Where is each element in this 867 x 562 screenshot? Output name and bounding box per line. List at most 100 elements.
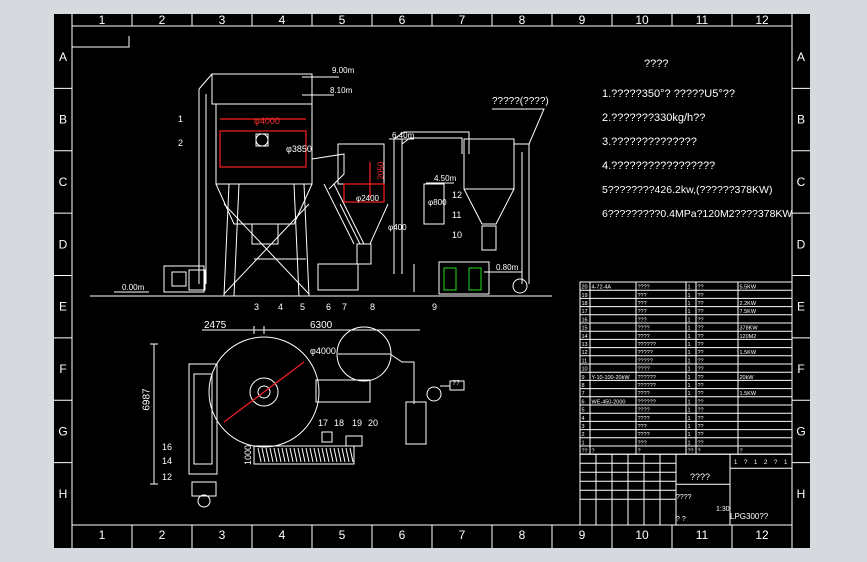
conveyor-hatch-line bbox=[313, 447, 318, 463]
parts-table-cell-qty: 1 bbox=[688, 424, 691, 430]
col-label-top: 3 bbox=[219, 14, 226, 27]
parts-table-cell-mat: ?? bbox=[698, 383, 704, 389]
parts-table-cell-note: 1.5KW bbox=[740, 350, 757, 356]
elev-top: 9.00m bbox=[332, 66, 355, 75]
parts-table-cell-no: 10 bbox=[582, 367, 588, 373]
title-block-small: 2 bbox=[764, 460, 768, 466]
part-1: 1 bbox=[178, 114, 184, 124]
conveyor-hatch-line bbox=[269, 447, 274, 463]
parts-table-cell-qty: 1 bbox=[688, 416, 691, 422]
plan-part-16: 16 bbox=[162, 442, 173, 452]
col-label-top: 9 bbox=[579, 14, 586, 27]
parts-table-cell-mat: ?? bbox=[698, 350, 704, 356]
tb-name: ???? bbox=[690, 472, 711, 482]
parts-table-cell-qty: 1 bbox=[688, 293, 691, 299]
elev-mid: 6.40m bbox=[392, 131, 415, 140]
parts-table-cell-mat: ?? bbox=[698, 334, 704, 340]
row-label-right: E bbox=[797, 300, 805, 314]
col-label-top: 12 bbox=[755, 14, 769, 27]
heater-unit bbox=[163, 265, 205, 293]
parts-table-cell-no: 4 bbox=[582, 416, 585, 422]
note-line-6: 6?????????0.4MPa?120M2????378KW bbox=[602, 208, 793, 220]
parts-table-cell-code: WE-450-2000 bbox=[592, 399, 626, 405]
conveyor-hatch-line bbox=[261, 447, 266, 463]
note-line-5: 5????????426.2kw,(??????378KW) bbox=[602, 184, 773, 196]
parts-table-cell-mat: ?? bbox=[698, 375, 704, 381]
parts-table-cell-qty: 1 bbox=[688, 326, 691, 332]
parts-table-cell-name: ???? bbox=[638, 432, 650, 438]
parts-table-cell-qty: 1 bbox=[688, 383, 691, 389]
parts-table-cell-code: Y-10-100-20kW bbox=[592, 375, 631, 381]
part-9: 9 bbox=[432, 302, 438, 312]
col-label-bottom: 1 bbox=[99, 528, 106, 542]
parts-table-header-name: ? bbox=[638, 449, 641, 455]
parts-table-cell-mat: ?? bbox=[698, 367, 704, 373]
plan-part-14: 14 bbox=[162, 456, 173, 466]
bag-filter bbox=[463, 138, 515, 190]
parts-table-cell-name: ???? bbox=[638, 408, 650, 414]
plan-fan bbox=[405, 401, 427, 445]
parts-table-cell-name: ?????? bbox=[638, 399, 656, 405]
notes-title: ???? bbox=[644, 58, 669, 70]
conveyor-hatch-line bbox=[289, 447, 294, 463]
parts-table-cell-no: 2 bbox=[582, 432, 585, 438]
col-label-top: 4 bbox=[279, 14, 286, 27]
elev-upper: 8.10m bbox=[330, 86, 353, 95]
row-label-left: B bbox=[59, 113, 67, 127]
exhaust-fan-base bbox=[438, 261, 490, 295]
parts-table-cell-name: ??? bbox=[638, 301, 647, 307]
col-label-bottom: 9 bbox=[579, 528, 586, 542]
parts-table-cell-name: ??? bbox=[638, 293, 647, 299]
part-2: 2 bbox=[178, 138, 184, 148]
col-label-bottom: 8 bbox=[519, 528, 526, 542]
title-block-small: 1 bbox=[734, 460, 738, 466]
title-block-small: ? bbox=[774, 460, 778, 466]
parts-table-cell-mat: ?? bbox=[698, 391, 704, 397]
row-label-right: H bbox=[797, 487, 806, 501]
conveyor-hatch-line bbox=[345, 447, 350, 463]
col-label-bottom: 10 bbox=[635, 528, 649, 542]
parts-table-cell-name: ???? bbox=[638, 326, 650, 332]
parts-table-cell-mat: ?? bbox=[698, 399, 704, 405]
parts-table-cell-qty: 1 bbox=[688, 367, 691, 373]
title-block-small: ? bbox=[744, 460, 748, 466]
parts-table-cell-note: 20kW bbox=[740, 375, 755, 381]
parts-table-cell-name: ??? bbox=[638, 440, 647, 446]
tb-drawing-no: LPG300?? bbox=[730, 512, 769, 521]
title-block-small: 1 bbox=[754, 460, 758, 466]
parts-table-cell-name: ?????? bbox=[638, 375, 656, 381]
part-6: 6 bbox=[326, 302, 332, 312]
conveyor-hatch-line bbox=[301, 447, 306, 463]
tech-notes: ???? 1.?????350°? ?????U5°?? 2.???????33… bbox=[602, 58, 792, 220]
row-label-left: A bbox=[59, 50, 67, 64]
col-label-top: 10 bbox=[635, 14, 649, 27]
plan-conveyor bbox=[253, 445, 355, 465]
parts-table-cell-qty: 1 bbox=[688, 440, 691, 446]
dim-d400: φ400 bbox=[388, 223, 407, 232]
parts-table-cell-no: 9 bbox=[582, 375, 585, 381]
note-line-2: 2.???????330kg/h?? bbox=[602, 112, 706, 124]
row-label-left: D bbox=[59, 237, 68, 251]
conveyor-hatch-line bbox=[305, 447, 310, 463]
callout-label: ?????(????) bbox=[492, 96, 549, 107]
parts-table-cell-mat: ?? bbox=[698, 408, 704, 414]
row-label-right: B bbox=[797, 113, 805, 127]
parts-table-cell-qty: 1 bbox=[688, 399, 691, 405]
parts-table-cell-no: 17 bbox=[582, 309, 588, 315]
conveyor-hatch-line bbox=[273, 447, 278, 463]
conveyor-hatch-line bbox=[309, 447, 314, 463]
parts-table-cell-note: 5.5KW bbox=[740, 285, 757, 291]
parts-table-cell-no: 20 bbox=[582, 285, 588, 291]
corner-stub bbox=[72, 36, 130, 48]
front-elevation bbox=[90, 73, 552, 297]
tag-box-text: ?? bbox=[452, 380, 460, 387]
parts-table-cell-name: ???? bbox=[638, 416, 650, 422]
conveyor-hatch-line bbox=[257, 447, 262, 463]
row-label-right: D bbox=[797, 237, 806, 251]
parts-table-cell-no: 1 bbox=[582, 440, 585, 446]
parts-table-cell-qty: 1 bbox=[688, 350, 691, 356]
dim-d4000: φ4000 bbox=[254, 116, 280, 126]
